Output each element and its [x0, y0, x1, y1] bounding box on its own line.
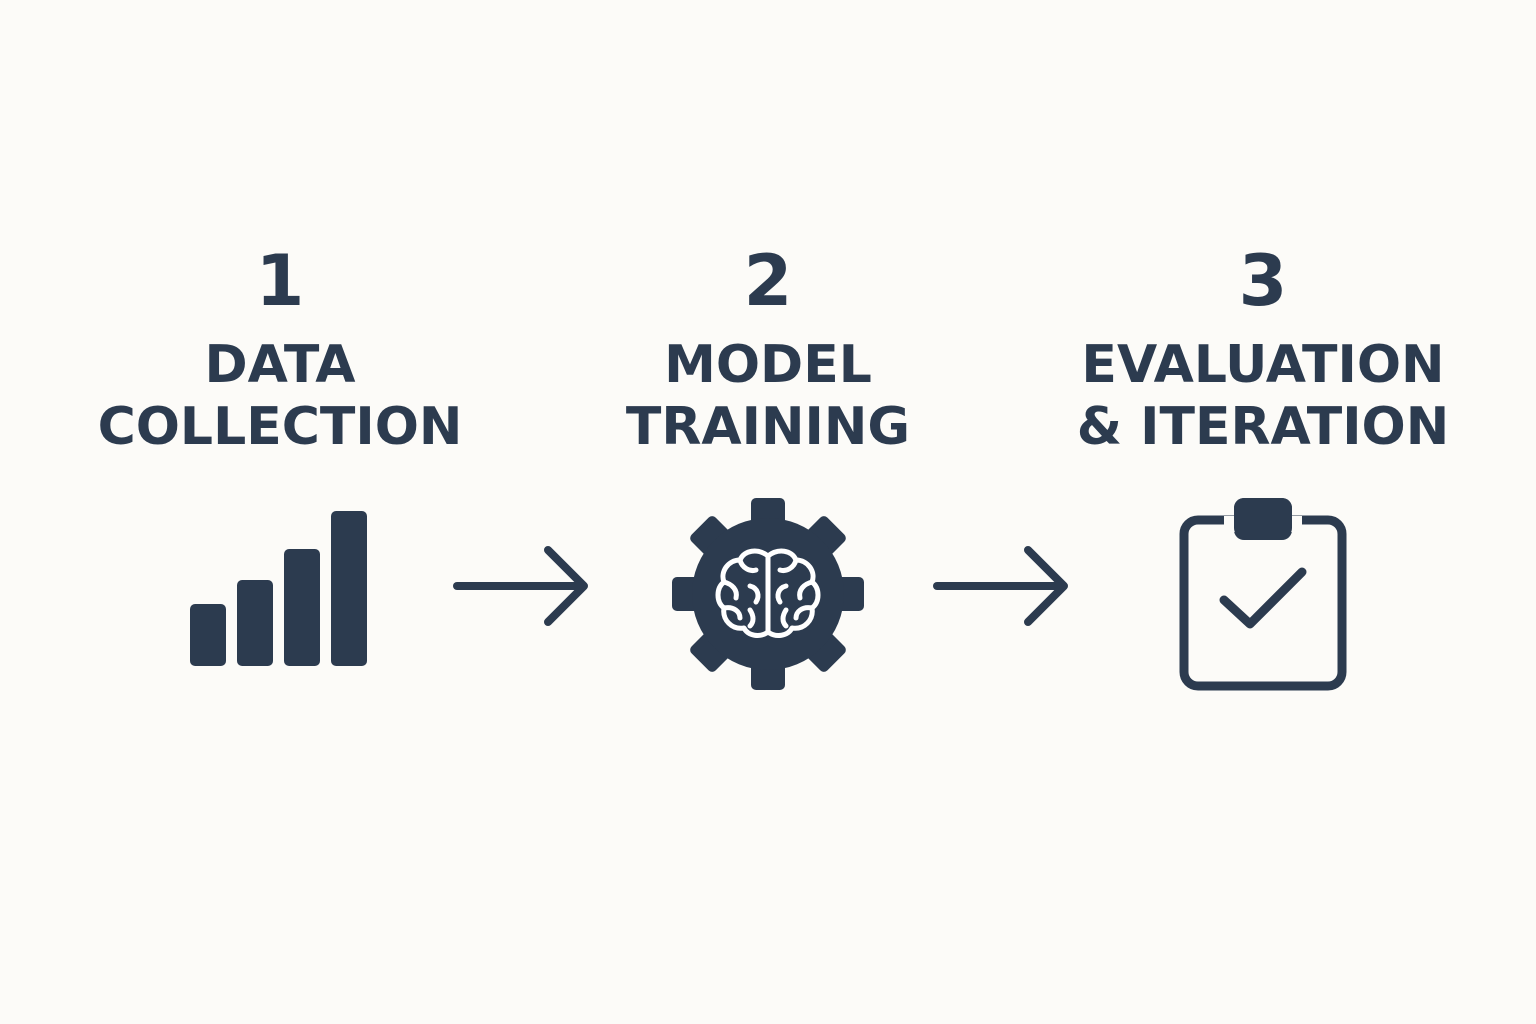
bar — [190, 604, 226, 666]
step-title-line: MODEL — [664, 335, 872, 395]
gear-brain-icon — [672, 498, 864, 690]
clipboard-check-icon — [1179, 498, 1347, 691]
step-title-line: TRAINING — [625, 397, 911, 457]
bar — [237, 580, 273, 666]
step-title-line: DATA — [204, 335, 356, 395]
step-title: MODEL TRAINING — [568, 334, 968, 458]
arrow-right-icon — [453, 546, 588, 626]
bar-chart-icon — [190, 511, 367, 666]
check-icon — [1219, 567, 1307, 629]
bar — [284, 549, 320, 666]
arrow-right-icon — [933, 546, 1068, 626]
step-title-line: & ITERATION — [1076, 397, 1450, 457]
step-number: 2 — [743, 240, 793, 322]
brain-icon — [715, 548, 821, 638]
bar — [331, 511, 367, 666]
step-title-line: EVALUATION — [1081, 335, 1445, 395]
step-title: EVALUATION & ITERATION — [1063, 334, 1463, 458]
step-title-line: COLLECTION — [97, 397, 463, 457]
step-title: DATA COLLECTION — [80, 334, 480, 458]
step-number: 3 — [1238, 240, 1288, 322]
step-number: 1 — [255, 240, 305, 322]
